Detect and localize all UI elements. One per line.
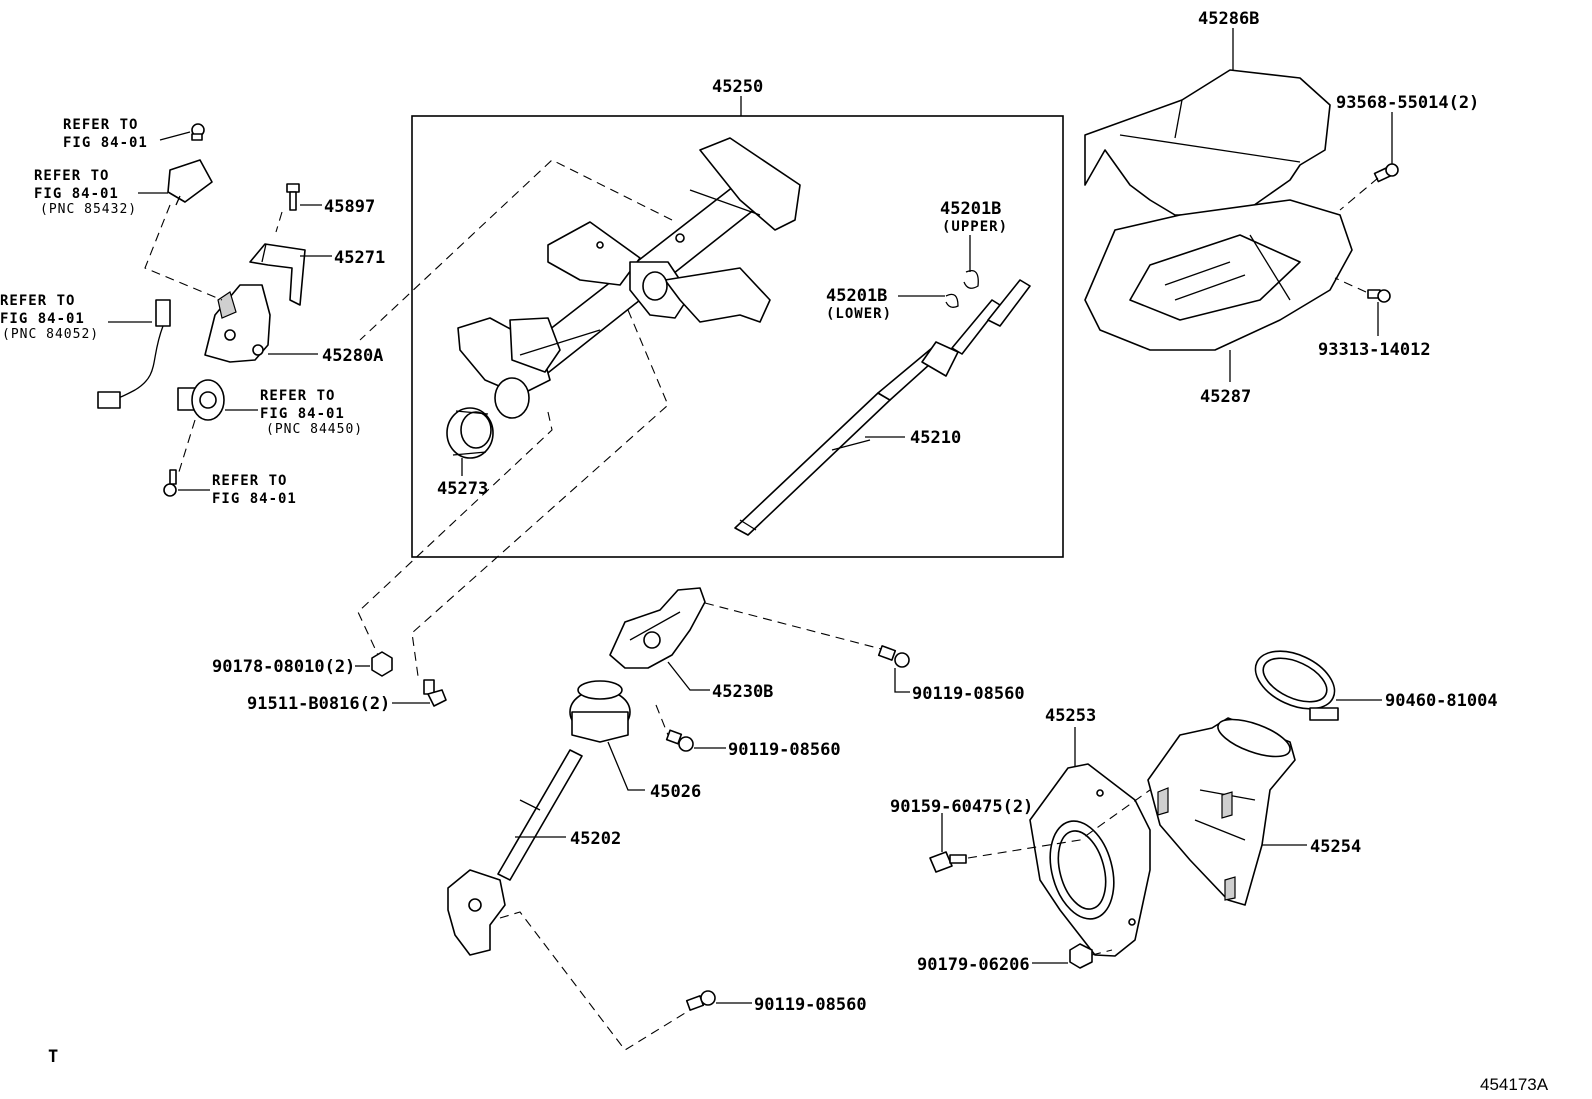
clamp-ring-90460 (1254, 650, 1339, 721)
refer-1-line-2: FIG 84-01 (63, 135, 148, 151)
universal-joint-45230B (609, 587, 706, 669)
label-45250[interactable]: 45250 (712, 77, 763, 97)
label-91511-B0816[interactable]: 91511-B0816(2) (247, 694, 390, 714)
wire-harness-pnc-84052 (97, 299, 171, 409)
refer-5-line-1: REFER TO (212, 473, 287, 489)
steering-column-tube (457, 137, 801, 419)
bolt-91511 (423, 679, 447, 707)
label-45273[interactable]: 45273 (437, 479, 488, 499)
lower-column-cover-45287 (1084, 199, 1353, 351)
hole-cover-plate-45253 (1029, 763, 1151, 957)
refer-5-line-2: FIG 84-01 (212, 491, 297, 507)
label-90119-08560-c[interactable]: 90119-08560 (754, 995, 867, 1015)
screw-refer-1 (191, 123, 205, 141)
bearing-45273 (446, 407, 494, 459)
bolt-90119-b (665, 729, 694, 752)
label-93568-55014[interactable]: 93568-55014(2) (1336, 93, 1479, 113)
nut-90178 (371, 651, 393, 677)
refer-4-line-1: REFER TO (260, 388, 335, 404)
label-93313-14012[interactable]: 93313-14012 (1318, 340, 1431, 360)
label-upper: (UPPER) (942, 219, 1008, 235)
label-45201B-upper[interactable]: 45201B (940, 199, 1001, 219)
intermediate-shaft-45202 (447, 749, 583, 956)
refer-2-line-1: REFER TO (34, 168, 109, 184)
figure-code: 454173A (1480, 1075, 1549, 1094)
screw-93568 (1373, 163, 1399, 183)
label-45026[interactable]: 45026 (650, 782, 701, 802)
label-45254[interactable]: 45254 (1310, 837, 1361, 857)
label-90178-08010[interactable]: 90178-08010(2) (212, 657, 355, 677)
bolt-90119-c (685, 990, 716, 1011)
screw-refer-5 (163, 469, 177, 497)
bracket-45271 (249, 243, 306, 306)
assembly-box-45250 (411, 115, 1064, 558)
boot-45254 (1147, 717, 1296, 906)
label-90460-81004[interactable]: 90460-81004 (1385, 691, 1498, 711)
label-90179-06206[interactable]: 90179-06206 (917, 955, 1030, 975)
snap-rings-45201B (945, 269, 979, 308)
label-45280A[interactable]: 45280A (322, 346, 383, 366)
upper-column-cover-45286B (1084, 69, 1331, 216)
label-45230B[interactable]: 45230B (712, 682, 773, 702)
refer-3-line-1: REFER TO (0, 293, 75, 309)
label-90159-60475[interactable]: 90159-60475(2) (890, 797, 1033, 817)
label-lower: (LOWER) (826, 306, 892, 322)
nut-90179 (1069, 943, 1093, 969)
label-90119-08560-b[interactable]: 90119-08560 (728, 740, 841, 760)
bolt-90159 (929, 851, 967, 873)
bolt-45897 (286, 183, 300, 211)
label-90119-08560-a[interactable]: 90119-08560 (912, 684, 1025, 704)
label-45210[interactable]: 45210 (910, 428, 961, 448)
key-cylinder-housing-45280A (204, 284, 271, 363)
corner-mark: T (48, 1047, 58, 1067)
shaft-45210 (734, 279, 1031, 536)
refer-4-line-3: (PNC 84450) (266, 422, 363, 437)
refer-1-line-1: REFER TO (63, 117, 138, 133)
screw-93313 (1367, 289, 1391, 303)
dust-seal-45026 (569, 680, 631, 743)
label-45271[interactable]: 45271 (334, 248, 385, 268)
label-45201B-lower[interactable]: 45201B (826, 286, 887, 306)
label-45287[interactable]: 45287 (1200, 387, 1251, 407)
bolt-90119-a (877, 645, 910, 668)
refer-2-line-2: FIG 84-01 (34, 186, 119, 202)
label-45202[interactable]: 45202 (570, 829, 621, 849)
label-45897[interactable]: 45897 (324, 197, 375, 217)
refer-3-line-3: (PNC 84052) (2, 327, 99, 342)
refer-2-line-3: (PNC 85432) (40, 202, 137, 217)
label-45286B[interactable]: 45286B (1198, 9, 1259, 29)
refer-4-line-2: FIG 84-01 (260, 406, 345, 422)
sensor-pnc-85432 (167, 159, 213, 206)
refer-3-line-2: FIG 84-01 (0, 311, 85, 327)
label-45253[interactable]: 45253 (1045, 706, 1096, 726)
switch-pnc-84450 (177, 379, 225, 421)
